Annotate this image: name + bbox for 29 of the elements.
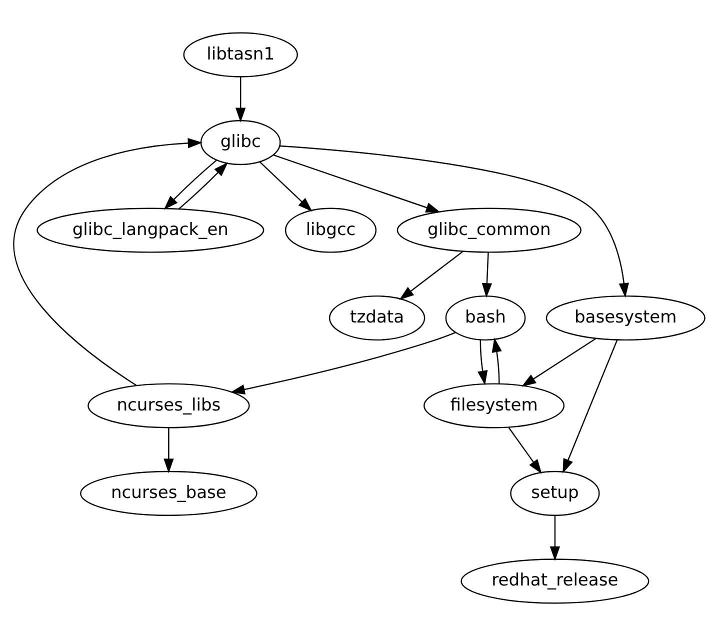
arrow <box>164 428 174 473</box>
node-ellipse: redhat_release <box>460 558 650 604</box>
arrow <box>230 331 456 394</box>
arrow <box>259 160 312 212</box>
node-ellipse: filesystem <box>424 382 565 428</box>
node-ellipse: glibc_common <box>396 207 582 252</box>
arrow <box>273 154 441 212</box>
node-ellipse: ncurses_base <box>80 470 258 516</box>
arrow <box>521 337 596 386</box>
node-ellipse: glibc <box>200 120 281 165</box>
arrow <box>550 515 560 560</box>
arrow <box>399 250 463 300</box>
node-ellipse: tzdata <box>328 294 426 340</box>
arrow <box>235 76 246 122</box>
node-ellipse: setup <box>510 470 600 516</box>
arrow <box>492 337 502 384</box>
arrow <box>13 138 203 386</box>
arrow <box>508 426 542 474</box>
node-ellipse: bash <box>445 294 526 340</box>
node-ellipse: glibc_langpack_en <box>36 207 264 252</box>
arrow <box>164 159 217 210</box>
node-ellipse: libtasn1 <box>183 32 298 77</box>
node-ellipse: libgcc <box>284 207 377 252</box>
arrow <box>482 252 492 298</box>
arrow <box>478 339 488 385</box>
arrow <box>562 339 618 474</box>
arrow <box>280 144 630 298</box>
arrow <box>178 162 228 209</box>
node-ellipse: basesystem <box>546 294 706 340</box>
